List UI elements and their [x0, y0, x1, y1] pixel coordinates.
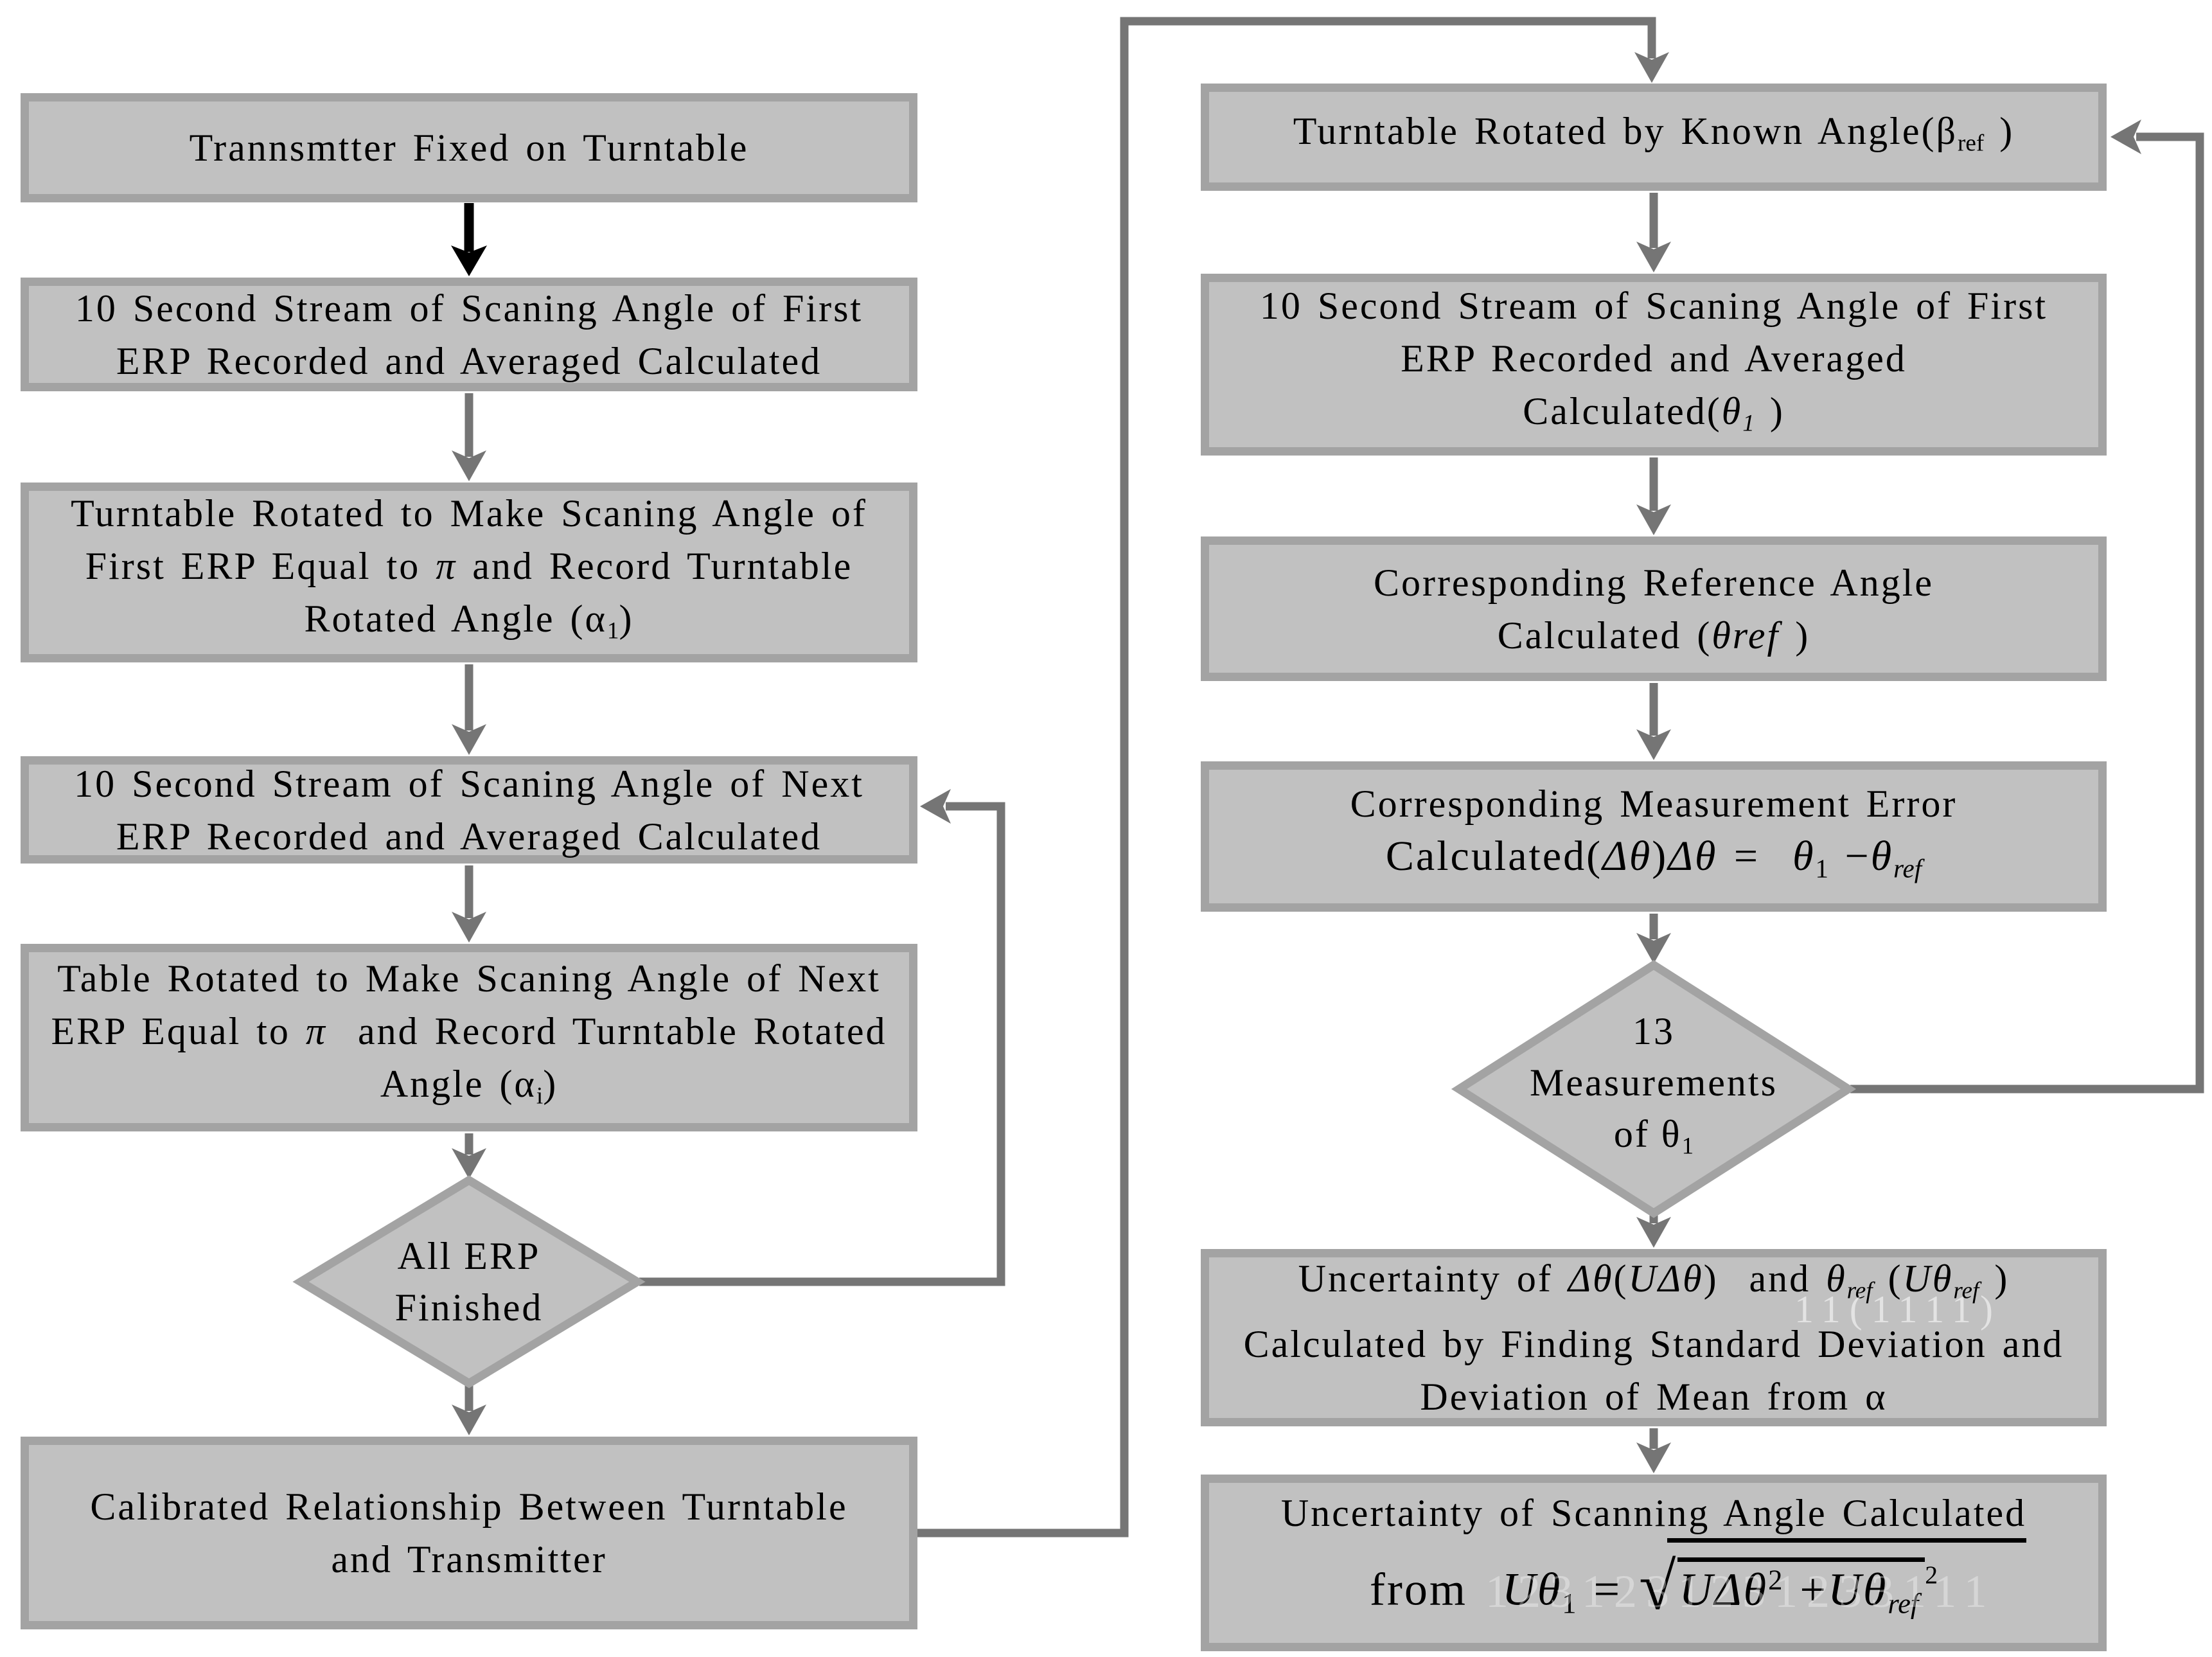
arrow-rotate-known-to-stream-theta [1636, 193, 1671, 272]
arrow-rotate-first-to-next-stream [452, 664, 486, 755]
arrow-uncertainty-to-scanning [1636, 1428, 1671, 1473]
diamond-text-line: Finished [394, 1286, 544, 1329]
box-formula-line: Calculated(Δθ)Δθ = θ1 −θref [1385, 833, 1922, 883]
box-text-line: Calculated (θref ) [1497, 614, 1810, 657]
decision-13-measurements-shape [1451, 960, 1857, 1218]
box-text-line: Corresponding Measurement Error [1350, 783, 1958, 826]
decision-all-erp-finished: All ERP Finished [301, 1180, 637, 1383]
diamond-text-line: All ERP [397, 1235, 541, 1277]
process-first-erp-stream: 10 Second Stream of Scaning Angle of Fir… [21, 278, 917, 391]
process-transmitter-fixed: Trannsmtter Fixed on Turntable [21, 93, 917, 202]
decision-13-measurements: 13 Measurements of θ1 [1459, 965, 1848, 1213]
arrow-rotate-next-to-diamond [452, 1133, 486, 1179]
box-text-line: 10 Second Stream of Scaning Angle of Fir… [1259, 284, 2048, 327]
connector-calibrated-to-rotate-known [916, 17, 1669, 1537]
box-text-line: Uncertainty of Scanning Angle Calculated [1281, 1487, 2027, 1543]
box-text-line: Deviation of Mean from α [1420, 1375, 1888, 1418]
box-formula-line: from Uθ1 = √UΔθ2 +Uθref2 [1369, 1549, 1938, 1624]
arrow-next-stream-to-rotate-next [452, 865, 486, 943]
box-text-line: Calculated by Finding Standard Deviation… [1243, 1322, 2064, 1365]
diamond-text-line: Measurements [1530, 1061, 1778, 1104]
arrow-transmitter-to-stream [451, 203, 487, 276]
arrow-diamond-to-uncertainty [1636, 1215, 1671, 1248]
box-text-line: ERP Recorded and Averaged Calculated [116, 339, 822, 382]
process-rotate-next-erp: Table Rotated to Make Scaning Angle of N… [21, 944, 917, 1131]
process-measurement-error: Corresponding Measurement Error Calculat… [1201, 761, 2107, 912]
box-text-line: Calibrated Relationship Between Turntabl… [90, 1485, 848, 1528]
box-text-line: Turntable Rotated by Known Angle(βref ) [1293, 109, 2015, 157]
process-uncertainty-scanning-angle: 1231231231233111 Uncertainty of Scanning… [1201, 1475, 2107, 1651]
arrow-error-to-diamond [1636, 914, 1671, 964]
loop-13-measurements-to-rotate-known [1850, 120, 2204, 1094]
box-text-line: ERP Equal to π and Record Turntable Rota… [51, 1010, 887, 1053]
box-text-line: ERP Recorded and Averaged [1401, 337, 1907, 380]
box-text-line: Turntable Rotated to Make Scaning Angle … [71, 492, 867, 535]
box-text-line: Rotated Angle (α1) [304, 598, 634, 644]
process-rotate-known-angle: Turntable Rotated by Known Angle(βref ) [1201, 84, 2107, 191]
box-text-line: Calculated(θ1 ) [1523, 389, 1785, 437]
process-first-erp-stream-theta1: 10 Second Stream of Scaning Angle of Fir… [1201, 274, 2107, 456]
arrow-stream-theta-to-reference [1636, 457, 1671, 535]
arrow-diamond-to-calibrated [452, 1385, 486, 1435]
process-reference-angle: Corresponding Reference Angle Calculated… [1201, 536, 2107, 681]
arrow-stream-to-rotate-first [452, 393, 486, 481]
box-text-line: Corresponding Reference Angle [1373, 561, 1934, 604]
box-text-line: Trannsmtter Fixed on Turntable [189, 127, 749, 169]
box-text-line: Angle (αi) [380, 1063, 558, 1110]
box-text-line: First ERP Equal to π and Record Turntabl… [85, 545, 853, 588]
process-rotate-first-erp: Turntable Rotated to Make Scaning Angle … [21, 483, 917, 662]
decision-all-erp-finished-shape [292, 1175, 646, 1388]
process-uncertainty-deviation: 11(1111) Uncertainty of Δθ(UΔθ) and θref… [1201, 1249, 2107, 1426]
box-text-line: 10 Second Stream of Scaning Angle of Fir… [75, 287, 863, 330]
box-text-line: 10 Second Stream of Scaning Angle of Nex… [74, 762, 864, 805]
process-calibrated-relationship: Calibrated Relationship Between Turntabl… [21, 1437, 917, 1629]
arrow-reference-to-error [1636, 683, 1671, 760]
box-text-line: Uncertainty of Δθ(UΔθ) and θref (Uθref ) [1298, 1257, 2010, 1304]
loop-all-erp-to-next-stream [639, 789, 1005, 1286]
box-text-line: Table Rotated to Make Scaning Angle of N… [57, 957, 881, 1000]
box-text-line: ERP Recorded and Averaged Calculated [116, 815, 822, 858]
process-next-erp-stream: 10 Second Stream of Scaning Angle of Nex… [21, 756, 917, 864]
diamond-text-line: of θ1 [1613, 1113, 1694, 1160]
box-text-line: and Transmitter [331, 1538, 607, 1581]
diamond-text-line: 13 [1632, 1010, 1675, 1053]
